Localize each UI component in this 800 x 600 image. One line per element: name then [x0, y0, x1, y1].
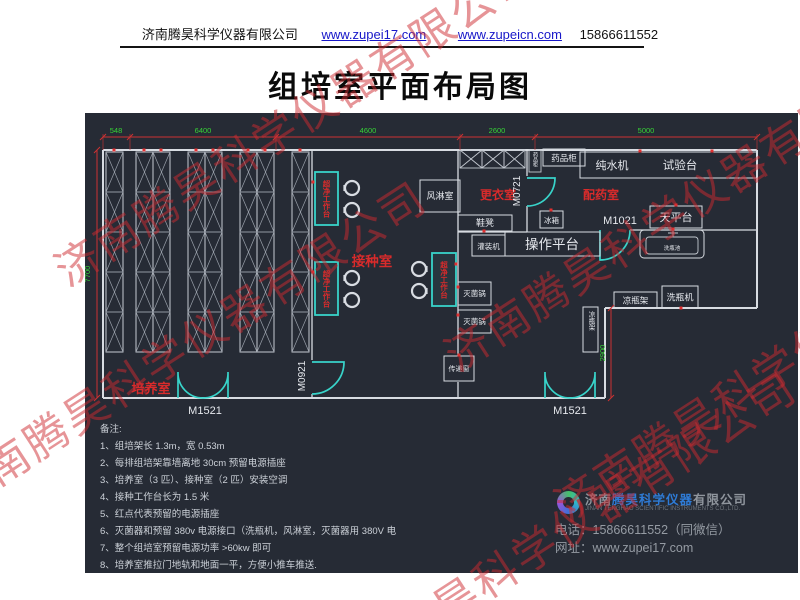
door-label-m0721: M0721 — [512, 175, 523, 206]
pure-water-label: 纯水机 — [596, 158, 629, 172]
power-outlet-dots — [112, 148, 714, 357]
dimensions: 548 6400 4600 2600 5000 7700 2900 — [85, 126, 761, 402]
sterilizer-2-box — [457, 309, 492, 334]
notes-block: 备注: 1、组培架长 1.3m，宽 0.53m 2、每排组培架靠墙离地 30cm… — [100, 421, 396, 574]
note-item: 8、培养室推拉门地轨和地面一平，方便小推车推送. — [100, 560, 317, 571]
door-label-m1521-right: M1521 — [553, 405, 587, 417]
header: 济南腾昊科学仪器有限公司 www.zupei17.com www.zupeicn… — [0, 24, 800, 43]
page-title: 组培室平面布局图 — [268, 71, 532, 104]
medicine-cabinet-label: 药品柜 — [551, 153, 577, 163]
sink-label: 洗瓶池 — [664, 244, 681, 252]
dim-5000: 5000 — [638, 126, 655, 135]
doors — [177, 177, 631, 399]
bottle-rack-h-label: 凉瓶架 — [623, 296, 649, 306]
door-m1021 — [599, 229, 631, 261]
clean-bench-1-label: 超净工作台 — [322, 179, 331, 219]
clean-bench-3-label: 超净工作台 — [439, 260, 448, 300]
footer-company-prefix: 济南 — [585, 493, 613, 507]
clean-bench-2 — [314, 261, 339, 316]
door-label-m0921: M0921 — [297, 360, 308, 391]
note-item: 4、接种工作台长为 1.5 米 — [100, 492, 210, 503]
bottle-rack-h-box — [613, 291, 658, 309]
test-bench-label: 试验台 — [663, 158, 698, 172]
operation-platform-label: 操作平台 — [525, 237, 579, 252]
header-rule — [120, 46, 644, 48]
website-link-1[interactable]: www.zupei17.com — [321, 27, 427, 42]
company-name: 济南腾昊科学仪器有限公司 — [141, 27, 298, 42]
door-m1521-left — [177, 371, 229, 399]
medicine-cabinet-small-label: 药品柜 — [532, 151, 538, 168]
outer-walls — [102, 149, 758, 399]
inner-walls — [311, 150, 757, 398]
sterilizer-1-label: 灭菌锅 — [463, 288, 486, 298]
website-link-2[interactable]: www.zupeicn.com — [457, 27, 562, 42]
balance-table-label: 天平台 — [660, 210, 693, 224]
dim-548: 548 — [110, 126, 123, 135]
clean-benches: 超净工作台 超净工作台 超净工作台 — [314, 171, 457, 316]
dim-4600: 4600 — [360, 126, 377, 135]
dim-2600: 2600 — [489, 126, 506, 135]
footer-company-name: 济南腾昊科学仪器有限公司 — [585, 489, 800, 508]
clean-bench-1 — [314, 171, 339, 226]
room-label-culture: 培养室 — [131, 381, 170, 396]
stools — [343, 179, 428, 309]
dim-6400: 6400 — [195, 126, 212, 135]
notes-title: 备注: — [100, 424, 122, 435]
bottle-rack-v-label: 凉瓶架 — [587, 310, 595, 332]
door-label-m1521-left: M1521 — [188, 405, 222, 417]
floor-plan-drawing: 超净工作台 超净工作台 超净工作台 风淋室 鞋凳 — [85, 126, 761, 417]
lockers — [459, 149, 526, 169]
note-item: 6、灭菌器和预留 380v 电源接口（洗瓶机，风淋室，灭菌器用 380V 电 — [100, 526, 397, 537]
air-shower-box — [419, 179, 461, 213]
room-label-changing: 更衣室 — [480, 187, 516, 202]
filling-machine-label: 灌装机 — [477, 241, 500, 251]
prep-bench-box — [579, 151, 758, 179]
footer-company-brand: 腾昊科学仪器 — [612, 493, 694, 507]
footer-phone: 电话：15866611552（同微信） — [555, 523, 731, 537]
cad-panel: 超净工作台 超净工作台 超净工作台 风淋室 鞋凳 — [85, 113, 798, 573]
door-m0921 — [311, 361, 345, 395]
door-m0721 — [526, 177, 556, 207]
pass-window-label: 传递窗 — [449, 364, 470, 373]
dim-7700: 7700 — [85, 266, 92, 283]
sterilizer-2-label: 灭菌锅 — [463, 316, 486, 326]
note-item: 5、红点代表预留的电源插座 — [100, 509, 220, 520]
door-labels: M1521 M1521 M0921 M0721 M1021 — [188, 175, 637, 417]
door-label-m1021: M1021 — [603, 215, 637, 227]
note-item: 3、培养室（3 匹）、接种室（2 匹）安装空调 — [100, 475, 288, 486]
sink: 洗瓶池 — [639, 229, 705, 259]
equipment: 风淋室 鞋凳 灌装机 操作平台 冰箱 药品柜 药品柜 纯水机 试验台 天平台 — [419, 148, 758, 382]
footer-company-suffix: 有限公司 — [693, 493, 748, 507]
medicine-cabinet-box — [542, 148, 586, 167]
footer-website: 网址：www.zupei17.com — [555, 541, 694, 555]
culture-racks — [105, 151, 310, 353]
sterilizer-1-box — [457, 281, 492, 306]
clean-bench-3 — [431, 252, 457, 307]
room-label-inoculation: 接种室 — [352, 253, 393, 269]
footer-company-en: JINAN TENGHAO SCIENTIFIC INSTRUMENTS CO.… — [585, 506, 741, 512]
door-m1521-right — [544, 371, 596, 399]
bottle-rack-v-box — [582, 306, 599, 353]
company-logo-icon — [557, 491, 580, 514]
note-item: 2、每排组培架靠墙离地 30cm 预留电源插座 — [100, 458, 286, 469]
phone-number: 15866611552 — [579, 27, 659, 42]
shoe-bench-label: 鞋凳 — [476, 217, 494, 228]
air-shower-label: 风淋室 — [426, 190, 453, 201]
clean-bench-2-label: 超净工作台 — [322, 269, 331, 309]
dim-2900: 2900 — [598, 345, 607, 362]
note-item: 1、组培架长 1.3m，宽 0.53m — [100, 441, 225, 452]
room-label-dispensing: 配药室 — [583, 187, 619, 202]
fridge-label: 冰箱 — [544, 215, 559, 225]
operation-platform-box — [504, 231, 601, 257]
note-item: 7、整个组培室预留电源功率 >60kw 即可 — [100, 543, 272, 554]
bottle-washer-label: 洗瓶机 — [666, 292, 693, 303]
room-labels: 培养室 接种室 更衣室 配药室 — [131, 187, 619, 396]
